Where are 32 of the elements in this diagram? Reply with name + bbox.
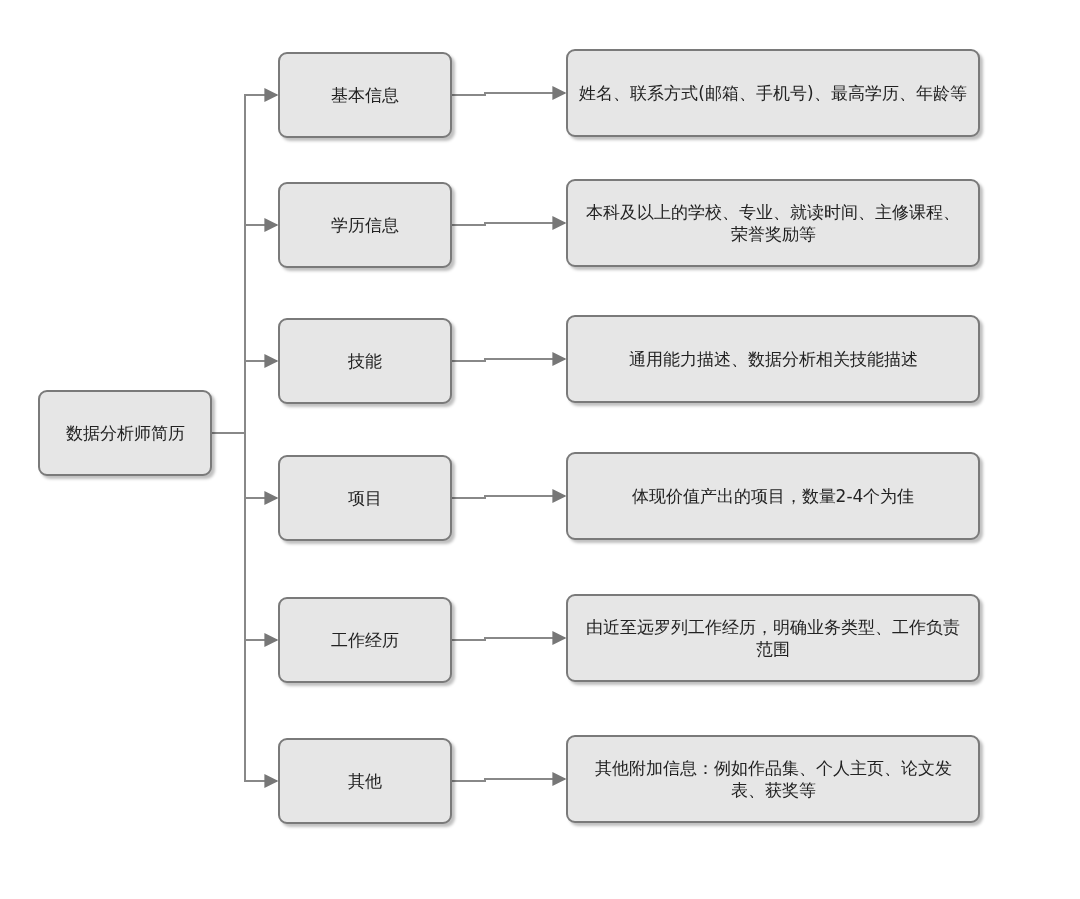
arrow — [451, 86, 567, 100]
detail-box — [566, 735, 980, 823]
node-label: 由近至远罗列工作经历，明确业务类型、工作负责范围 — [585, 615, 961, 661]
node-label: 通用能力描述、数据分析相关技能描述 — [628, 347, 918, 371]
detail-box — [566, 594, 980, 682]
arrow — [451, 772, 567, 786]
detail-box — [566, 179, 980, 267]
category-box — [278, 738, 452, 824]
category-box — [278, 597, 452, 683]
detail-box — [566, 49, 980, 137]
arrow — [451, 352, 567, 366]
node-label: 项目 — [348, 486, 382, 510]
category-box — [278, 52, 452, 138]
arrow — [451, 489, 567, 503]
category-box — [278, 455, 452, 541]
node-label: 本科及以上的学校、专业、就读时间、主修课程、荣誉奖励等 — [585, 200, 961, 246]
node-label: 工作经历 — [331, 628, 399, 652]
node-label: 学历信息 — [331, 213, 399, 237]
detail-box — [566, 452, 980, 540]
arrow — [451, 631, 567, 645]
node-label: 技能 — [348, 349, 382, 373]
node-label: 基本信息 — [331, 83, 399, 107]
node-label: 其他附加信息：例如作品集、个人主页、论文发表、获奖等 — [593, 756, 953, 802]
arrow — [451, 216, 567, 230]
node-label: 姓名、联系方式(邮箱、手机号)、最高学历、年龄等 — [579, 81, 967, 105]
node-label: 其他 — [348, 769, 382, 793]
root-box — [38, 390, 212, 476]
detail-box — [566, 315, 980, 403]
category-box — [278, 182, 452, 268]
node-label: 数据分析师简历 — [65, 421, 185, 445]
node-label: 体现价值产出的项目，数量2-4个为佳 — [631, 484, 915, 508]
category-box — [278, 318, 452, 404]
